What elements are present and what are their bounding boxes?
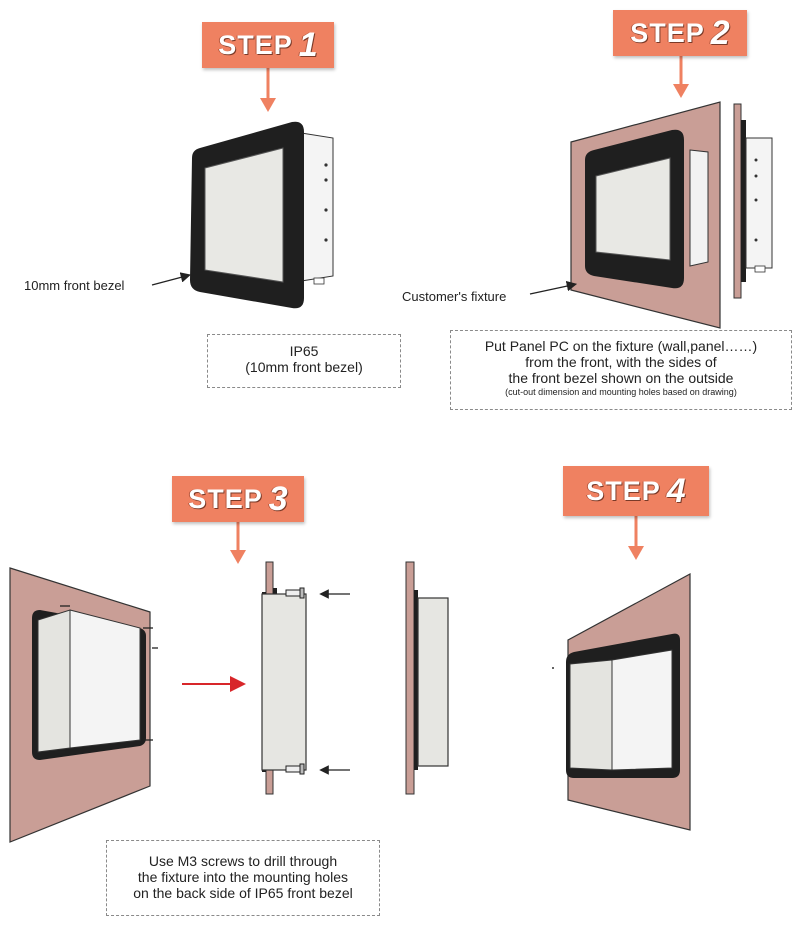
step2-note-line4: (cut-out dimension and mounting holes ba… [505, 387, 737, 397]
step3-assembled-side-view [405, 561, 449, 795]
step2-number: 2 [710, 13, 730, 52]
step1-word: STEP [218, 29, 293, 60]
step3-arrow [230, 522, 246, 564]
step1-note: IP65 (10mm front bezel) [207, 334, 401, 388]
step3-number: 3 [268, 479, 288, 518]
bezel-pointer [151, 272, 192, 286]
customer-fixture-label: Customer's fixture [402, 289, 507, 304]
step3-note: Use M3 screws to drill through the fixtu… [106, 840, 380, 916]
step2-note-line3: the front bezel shown on the outside [508, 370, 734, 386]
step3-note-line1: Use M3 screws to drill through [148, 853, 338, 869]
step2-note-line2: from the front, with the sides of [525, 354, 717, 370]
step3-perspective [9, 567, 158, 843]
step2-word: STEP [630, 17, 705, 48]
step4-word: STEP [586, 475, 661, 506]
step1-arrow [260, 68, 276, 112]
step2-arrow [673, 56, 689, 98]
step3-word: STEP [188, 483, 263, 514]
step4-arrow [628, 516, 644, 560]
step3-note-line3: on the back side of IP65 front bezel [133, 885, 353, 901]
dot-mark [552, 667, 554, 669]
step2-note: Put Panel PC on the fixture (wall,panel…… [450, 330, 792, 410]
step1-note-line2: (10mm front bezel) [245, 359, 363, 375]
step1-panel-pc [190, 121, 334, 309]
step1-note-line1: IP65 [289, 343, 319, 359]
step1-badge: STEP 1 [202, 22, 334, 68]
step2-note-line1: Put Panel PC on the fixture (wall,panel…… [484, 338, 758, 354]
step3-badge: STEP 3 [172, 476, 304, 522]
step2-badge: STEP 2 [613, 10, 747, 56]
step4-badge: STEP 4 [563, 466, 709, 516]
step3-note-line2: the fixture into the mounting holes [137, 869, 349, 885]
front-bezel-label: 10mm front bezel [24, 278, 125, 293]
fixture-pointer [529, 281, 578, 295]
step1-number: 1 [298, 25, 318, 64]
step4-installed [566, 572, 691, 831]
step4-number: 4 [666, 471, 686, 510]
step3-side-view [261, 561, 307, 795]
step2-fixture [570, 101, 721, 329]
step2-side-view [733, 103, 773, 299]
